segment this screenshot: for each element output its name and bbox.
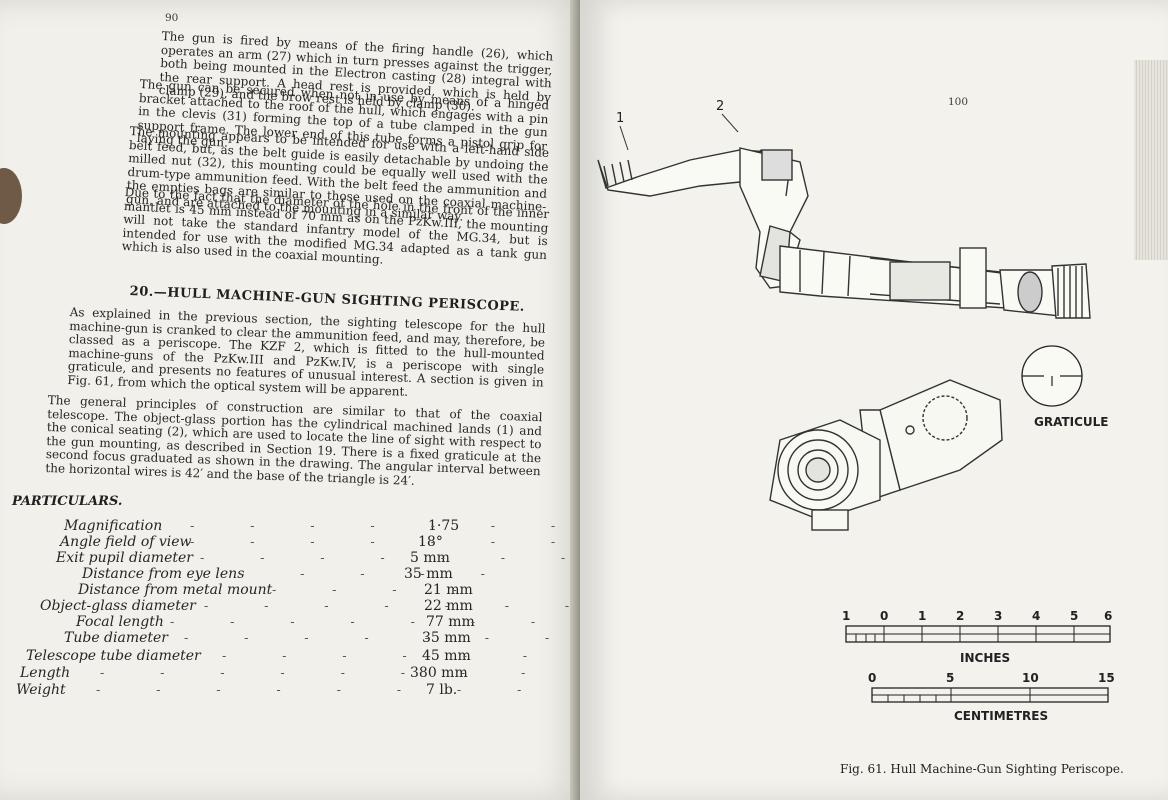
particular-label: Angle field of view [60,534,192,550]
inches-scale [845,625,1111,643]
svg-text:- - - - - - - - - - -: - - - - - - - - - - - [100,666,585,680]
particular-row: Distance from metal mount 21 mm [78,582,473,598]
particular-label: Distance from eye lens [82,566,245,582]
particular-label: Exit pupil diameter [56,550,193,566]
svg-text:- - - - - - - - - - -: - - - - - - - - - - - [96,683,585,697]
svg-text:- - - - - - - -: - - - - - - - - [170,615,585,629]
inches-tick: 3 [994,609,1002,623]
leader-dots: - - - - - - - - - - - - - - - - - - - - … [96,519,585,697]
particular-label: Length [20,665,71,681]
inches-tick: 6 [1104,609,1112,623]
particular-value: 18° [418,534,443,550]
inches-tick: 4 [1032,609,1040,623]
periscope-section-drawing [597,147,1091,319]
callout-2: 2 [716,99,724,114]
particular-label: Telescope tube diameter [26,648,201,664]
particular-value: 45 mm [422,648,471,664]
binder-hole [0,168,22,224]
particular-row: Length 380 mm [20,665,468,681]
svg-text:- - - -: - - - - [272,583,483,597]
graticule-label: GRATICULE [1034,415,1109,429]
svg-text:- - - - - - -: - - - - - - - [204,599,585,613]
particular-row: Focal length 77 mm [76,614,475,630]
particular-row: Object-glass diameter 22 mm [40,598,473,614]
svg-text:- - - - - - - -: - - - - - - - - [190,519,585,533]
periscope-exterior-drawing [769,379,1003,531]
left-page: 90 The gun is fired by means of the firi… [0,0,585,800]
particular-value: 7 lb. [426,682,458,698]
particular-value: 22 mm [424,598,473,614]
cm-tick: 10 [1022,671,1039,685]
particular-value: 21 mm [424,582,473,598]
inches-tick: 5 [1070,609,1078,623]
callout-1: 1 [616,111,624,126]
particular-row: Angle field of view 18° [60,534,443,550]
inches-tick: 2 [956,609,964,623]
particular-label: Tube diameter [64,630,169,646]
particular-value: 35 mm [404,566,453,582]
graticule-symbol [1021,345,1083,407]
particular-label: Distance from metal mount [78,582,273,598]
left-page-number: 90 [165,12,179,24]
particular-label: Object-glass diameter [40,598,196,614]
cm-tick: 15 [1098,671,1115,685]
particular-row: Telescope tube diameter 45 mm [26,648,471,664]
particular-value: 1·75 [428,518,460,534]
figure-caption: Fig. 61. Hull Machine-Gun Sighting Peris… [840,762,1124,776]
particular-label: Focal length [76,614,164,630]
particular-value: 77 mm [426,614,475,630]
inches-tick: 1 [842,609,850,623]
right-page-number: 100 [948,96,969,108]
particulars-heading: PARTICULARS. [12,494,123,509]
svg-text:- - - - -: - - - - - [240,567,511,581]
particular-value: 5 mm [410,550,450,566]
particular-label: Magnification [64,518,163,534]
centimetres-label: CENTIMETRES [954,709,1048,723]
svg-text:- - - - - - - -: - - - - - - - - [190,535,585,549]
svg-text:- - - - - - -: - - - - - - - [222,649,585,663]
page-edges [1134,60,1168,260]
cm-tick: 0 [868,671,876,685]
inches-tick: 0 [880,609,888,623]
inches-label: INCHES [960,651,1010,665]
particular-row: Exit pupil diameter 5 mm [56,550,450,566]
particular-row: Weight 7 lb. [16,682,457,698]
cm-tick: 5 [946,671,954,685]
centimetres-scale [871,687,1109,703]
svg-text:- - - - - - -: - - - - - - - [200,551,585,565]
svg-text:- - - - - - - -: - - - - - - - - [184,631,585,645]
inches-tick: 1 [918,609,926,623]
particular-value: 35 mm [422,630,471,646]
particular-row: Tube diameter 35 mm [64,630,471,646]
particular-label: Weight [16,682,66,698]
particular-row: Magnification 1·75 [64,518,459,534]
particular-value: 380 mm [410,665,468,681]
particular-row: Distance from eye lens 35 mm [82,566,453,582]
